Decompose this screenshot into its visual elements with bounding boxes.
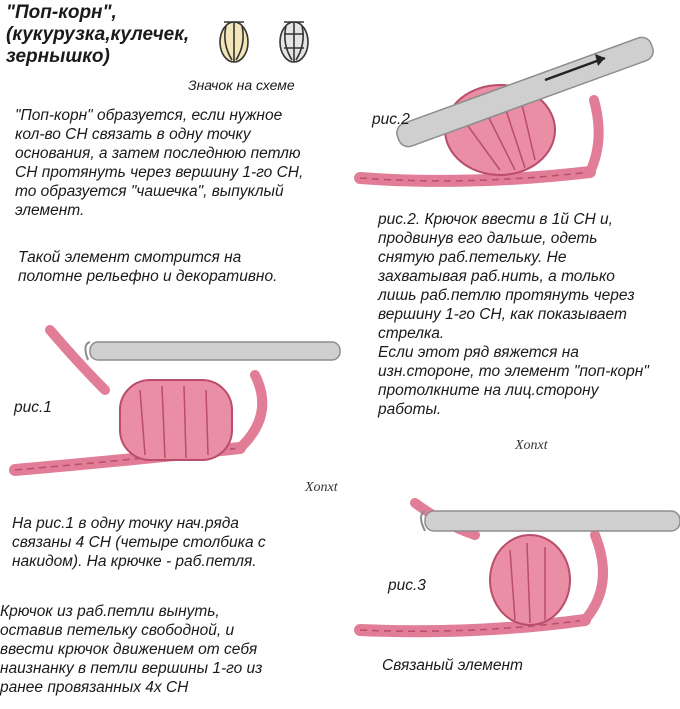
figure-3-label: рис.3 <box>388 577 426 594</box>
decor-paragraph: Такой элемент смотрится на полотне релье… <box>18 249 278 285</box>
figure-3-caption: Связаный элемент <box>382 657 523 674</box>
figure-2-illustration <box>354 36 654 187</box>
popcorn-symbol-icon <box>219 21 309 63</box>
figure-3-illustration <box>354 498 680 638</box>
symbol-caption: Значок на схеме <box>188 77 295 93</box>
figure-1-label: рис.1 <box>14 399 52 416</box>
figure-2-description: рис.2. Крючок ввести в 1й СН и, продвину… <box>378 211 649 418</box>
signature-2: Xonxt <box>515 438 548 453</box>
figure-1-illustration <box>9 325 341 476</box>
hook-instructions: Крючок из раб.петли вынуть, оставив пете… <box>0 603 263 696</box>
intro-paragraph: "Поп-корн" образуется, если нужное кол-в… <box>15 107 304 219</box>
signature-1: Xonxt <box>305 480 338 495</box>
figure-2-label: рис.2 <box>372 111 410 128</box>
page-title: "Поп-корн", (кукурузка,кулечек, зернышко… <box>6 2 190 67</box>
figure-1-description: На рис.1 в одну точку нач.ряда связаны 4… <box>12 515 266 570</box>
